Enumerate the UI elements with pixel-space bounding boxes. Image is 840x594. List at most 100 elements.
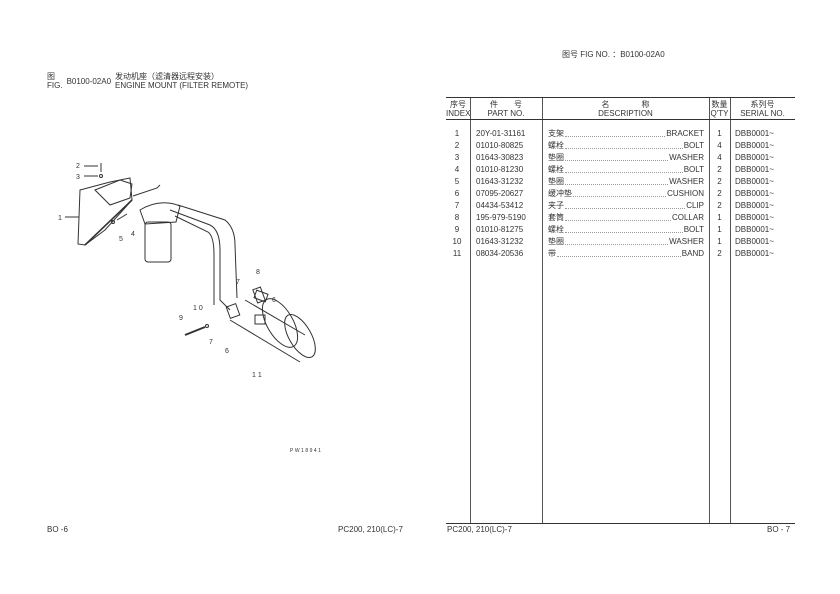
- row-part-no: 08034-20536: [476, 249, 524, 258]
- description-cn: 支架: [548, 129, 564, 138]
- row-index: 7: [454, 201, 460, 210]
- row-description: 缓冲垫 CUSHION: [548, 188, 704, 200]
- row-qty: 1: [717, 129, 722, 138]
- description-en: BOLT: [683, 165, 704, 174]
- row-description: 垫圈 WASHER: [548, 152, 704, 164]
- row-part-no: 20Y-01-31161: [476, 129, 526, 138]
- description-cn: 螺栓: [548, 141, 564, 150]
- description-en: COLLAR: [671, 213, 704, 222]
- figure-header: 图 FIG. B0100-02A0 发动机座（滤清器远程安装） ENGINE M…: [47, 72, 248, 90]
- row-serial: DBB0001~: [735, 177, 774, 186]
- row-index: 9: [454, 225, 460, 234]
- row-serial: DBB0001~: [735, 201, 774, 210]
- table-row: 7 04434-53412 夹子 CLIP 2 DBB0001~: [446, 200, 795, 212]
- description-en: CUSHION: [667, 189, 704, 198]
- svg-text:2: 2: [76, 163, 80, 170]
- description-cn: 垫圈: [548, 177, 564, 186]
- svg-text:5: 5: [119, 236, 123, 243]
- row-serial: DBB0001~: [735, 189, 774, 198]
- description-en: BAND: [681, 249, 704, 258]
- svg-text:4: 4: [131, 231, 135, 238]
- row-description: 夹子 CLIP: [548, 200, 704, 212]
- row-serial: DBB0001~: [735, 213, 774, 222]
- right-model: PC200, 210(LC)-7: [447, 525, 512, 534]
- leader-dots: [573, 188, 667, 197]
- leader-dots: [565, 128, 666, 137]
- svg-text:9: 9: [179, 315, 183, 322]
- row-serial: DBB0001~: [735, 141, 774, 150]
- row-qty: 1: [717, 225, 722, 234]
- fig-label-cn: 图: [47, 72, 55, 81]
- exploded-parts-drawing: 2 3 1 5 4 8 7 6 1 0 9 7 6 1 1: [58, 163, 316, 379]
- leader-dots: [565, 176, 669, 185]
- row-serial: DBB0001~: [735, 165, 774, 174]
- row-part-no: 01010-81275: [476, 225, 524, 234]
- row-qty: 2: [717, 201, 722, 210]
- table-row: 2 01010-80825 螺栓 BOLT 4 DBB0001~: [446, 140, 795, 152]
- description-cn: 螺栓: [548, 165, 564, 174]
- row-index: 4: [454, 165, 460, 174]
- row-description: 螺栓 BOLT: [548, 140, 704, 152]
- row-serial: DBB0001~: [735, 237, 774, 246]
- description-en: CLIP: [686, 201, 704, 210]
- left-model: PC200, 210(LC)-7: [338, 525, 403, 534]
- drawing-id: PW18941: [290, 448, 323, 454]
- description-cn: 垫圈: [548, 153, 564, 162]
- band-drawing: [261, 298, 299, 348]
- svg-text:7: 7: [209, 339, 213, 346]
- row-qty: 4: [717, 153, 722, 162]
- row-part-no: 01643-31232: [476, 237, 524, 246]
- leader-dots: [565, 140, 683, 149]
- description-cn: 夹子: [548, 201, 564, 210]
- row-index: 10: [452, 237, 462, 246]
- description-en: BOLT: [683, 141, 704, 150]
- description-en: WASHER: [669, 177, 704, 186]
- row-qty: 1: [717, 213, 722, 222]
- svg-text:8: 8: [256, 269, 260, 276]
- row-qty: 1: [717, 237, 722, 246]
- description-en: WASHER: [669, 153, 704, 162]
- description-cn: 缓冲垫: [548, 189, 572, 198]
- row-part-no: 01643-31232: [476, 177, 524, 186]
- row-qty: 2: [717, 177, 722, 186]
- row-index: 2: [454, 141, 460, 150]
- row-description: 支架 BRACKET: [548, 128, 704, 140]
- row-serial: DBB0001~: [735, 129, 774, 138]
- row-part-no: 01010-80825: [476, 141, 524, 150]
- description-cn: 垫圈: [548, 237, 564, 246]
- leader-dots: [565, 164, 683, 173]
- row-qty: 2: [717, 249, 722, 258]
- leader-dots: [565, 152, 669, 161]
- row-qty: 2: [717, 165, 722, 174]
- row-index: 3: [454, 153, 460, 162]
- svg-text:7: 7: [236, 279, 240, 286]
- svg-text:6: 6: [225, 348, 229, 355]
- row-qty: 2: [717, 189, 722, 198]
- row-part-no: 04434-53412: [476, 201, 524, 210]
- svg-text:3: 3: [76, 174, 80, 181]
- row-serial: DBB0001~: [735, 225, 774, 234]
- row-part-no: 07095-20627: [476, 189, 524, 198]
- row-qty: 4: [717, 141, 722, 150]
- leader-dots: [565, 236, 669, 245]
- left-page-number: BO -6: [47, 525, 68, 534]
- description-en: BRACKET: [666, 129, 704, 138]
- leader-dots: [557, 248, 681, 257]
- row-index: 5: [454, 177, 460, 186]
- row-description: 垫圈 WASHER: [548, 176, 704, 188]
- row-part-no: 01643-30823: [476, 153, 524, 162]
